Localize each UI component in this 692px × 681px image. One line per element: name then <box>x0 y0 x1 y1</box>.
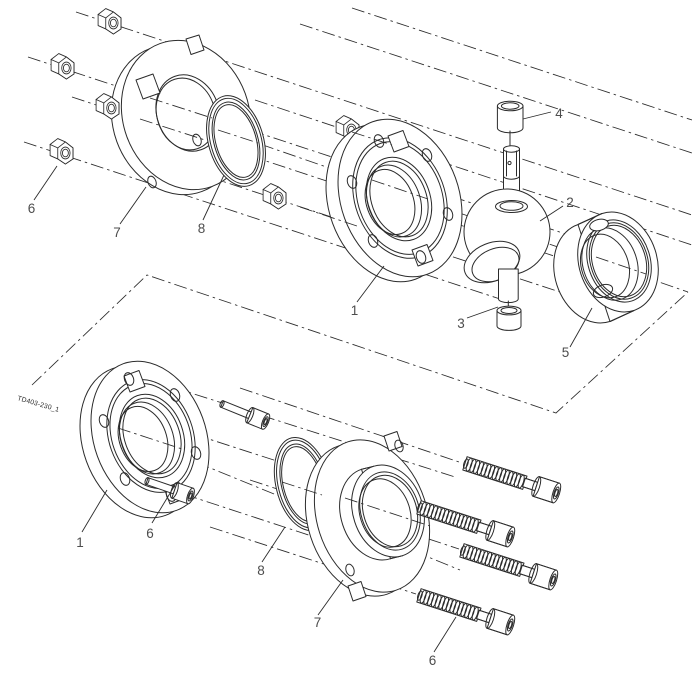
hex-nut <box>262 183 287 210</box>
cap-screw <box>462 456 562 504</box>
bore-land <box>592 283 614 299</box>
cap-screw <box>416 588 516 636</box>
flange-notch <box>185 34 205 55</box>
callout-1-top: 1 <box>351 303 359 318</box>
section-plane-outline <box>31 274 689 414</box>
leader-line <box>356 265 385 303</box>
callout-2: 2 <box>566 195 574 210</box>
callout-8-bottom: 8 <box>257 563 265 578</box>
callout-8-top: 8 <box>198 221 206 236</box>
leader-line <box>261 526 286 563</box>
callout-3: 3 <box>457 316 465 331</box>
rim-hole <box>589 218 609 232</box>
leader-line <box>151 484 176 524</box>
leader-line <box>433 616 457 653</box>
leader-line <box>522 111 552 120</box>
hex-nut <box>50 53 75 80</box>
bolt-holes <box>346 134 454 264</box>
callout-7-top: 7 <box>113 225 121 240</box>
flange-plate-7-bottom <box>304 431 431 602</box>
callout-1-bottom: 1 <box>76 535 84 550</box>
bolt-hole <box>192 133 202 147</box>
callout-6-mid: 6 <box>146 526 154 541</box>
bolt-hole <box>147 175 157 189</box>
cap-screw <box>459 543 559 591</box>
hex-nut <box>49 138 74 165</box>
flange-notch <box>383 431 403 452</box>
centerlines-over <box>117 97 647 527</box>
callout-4: 4 <box>555 106 563 121</box>
leader-lines <box>33 111 593 653</box>
hex-nuts-6 <box>49 8 360 210</box>
o-ring-8-top <box>206 95 266 187</box>
body-ring-5 <box>553 211 659 324</box>
leader-line <box>33 165 58 201</box>
callout-5: 5 <box>562 345 570 360</box>
drawing-id-label: TD403-230_1 <box>16 395 60 414</box>
flange-notch <box>123 370 146 393</box>
flange-1-bottom <box>79 360 210 519</box>
stem-lower <box>498 268 519 304</box>
bolt-hole <box>394 439 404 453</box>
leader-line <box>119 186 147 225</box>
leader-line <box>569 307 593 348</box>
flange-1-top <box>325 118 463 283</box>
leader-line <box>81 489 108 533</box>
leader-line <box>202 174 225 221</box>
callout-7-bottom: 7 <box>314 615 322 630</box>
ball-shaft-assembly-2 <box>463 100 551 331</box>
leader-line <box>466 306 499 319</box>
socket-screw <box>144 477 195 505</box>
bushing-3 <box>496 305 522 331</box>
cap-screws-6-bottom <box>416 456 562 636</box>
socket-screws-6-mid <box>144 400 271 505</box>
bolt-hole <box>345 563 355 577</box>
callout-6-top: 6 <box>28 201 36 216</box>
hex-nut <box>97 8 122 35</box>
bushing-4 <box>496 100 524 134</box>
valve-ball <box>463 188 551 284</box>
leader-line <box>539 205 564 222</box>
socket-screw <box>219 400 271 430</box>
leader-line <box>317 579 344 616</box>
cap-screw <box>416 500 516 548</box>
callout-6-bottom: 6 <box>429 653 437 668</box>
flange-notch <box>387 130 410 153</box>
hex-nut <box>95 93 120 120</box>
flange-notch <box>347 581 367 602</box>
flange-notch <box>135 73 161 100</box>
